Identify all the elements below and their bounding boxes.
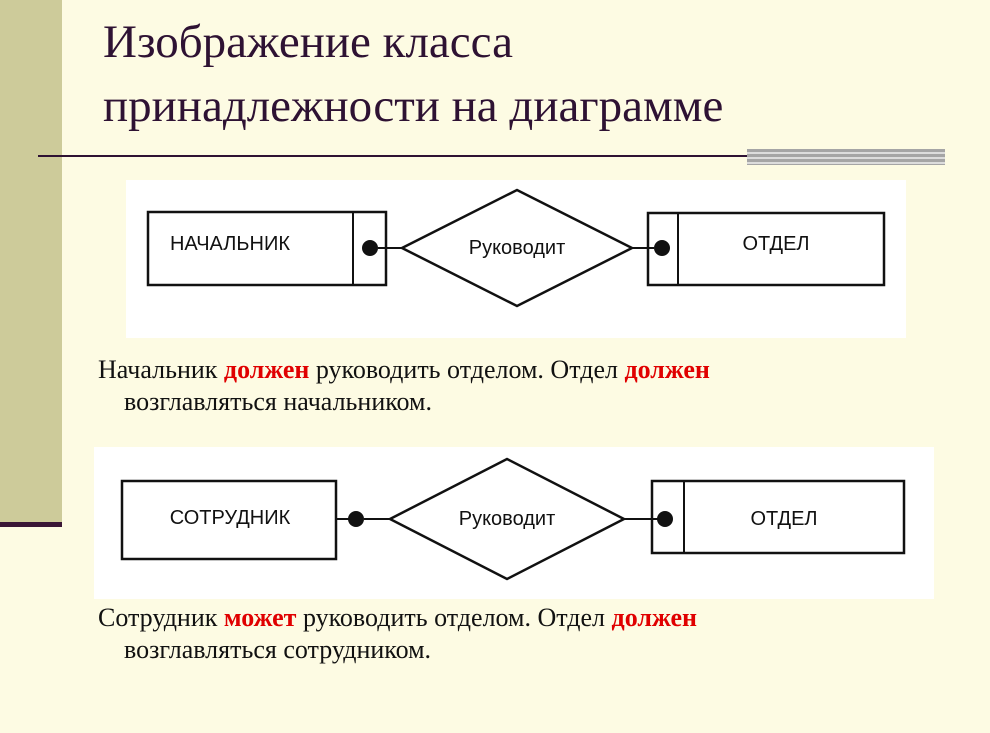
caption-2-keyword-a: может bbox=[223, 603, 297, 632]
caption-2-text-a: Сотрудник bbox=[98, 603, 224, 632]
membership-dot-left bbox=[348, 511, 364, 527]
caption-1-keyword-b: должен bbox=[624, 355, 710, 384]
entity-right-label: ОТДЕЛ bbox=[750, 508, 817, 530]
entity-right-box bbox=[650, 479, 906, 555]
entity-right-label: ОТДЕЛ bbox=[742, 233, 809, 255]
caption-1-text-a: Начальник bbox=[98, 355, 224, 384]
title-divider-accent bbox=[747, 149, 945, 165]
membership-dot-right bbox=[657, 511, 673, 527]
membership-dot-right bbox=[654, 240, 670, 256]
sidebar-accent-bar bbox=[0, 0, 62, 522]
sidebar-accent-underline bbox=[0, 522, 62, 527]
title-divider bbox=[38, 155, 945, 157]
entity-left-label: СОТРУДНИК bbox=[170, 507, 291, 529]
membership-dot-left bbox=[362, 240, 378, 256]
relationship-label: Руководит bbox=[469, 237, 566, 259]
er-diagram-2: СОТРУДНИК Руководит ОТДЕЛ bbox=[94, 447, 934, 599]
relationship-label: Руководит bbox=[459, 508, 556, 530]
entity-left-label: НАЧАЛЬНИК bbox=[170, 233, 290, 255]
caption-2-keyword-b: должен bbox=[611, 603, 697, 632]
er-diagram-1-svg: НАЧАЛЬНИК Руководит ОТДЕЛ bbox=[146, 188, 886, 308]
caption-1-text-b: руководить отделом. Отдел bbox=[309, 355, 625, 384]
er-diagram-1: НАЧАЛЬНИК Руководит ОТДЕЛ bbox=[126, 180, 906, 338]
caption-2-line2: возглавляться сотрудником. bbox=[124, 635, 432, 664]
caption-2-text-b: руководить отделом. Отдел bbox=[296, 603, 612, 632]
caption-1-keyword-a: должен bbox=[223, 355, 310, 384]
caption-1-line2: возглавляться начальником. bbox=[124, 387, 433, 416]
slide-title-line1: Изображение класса bbox=[103, 16, 513, 68]
entity-right-box bbox=[646, 211, 886, 287]
slide-title: Изображение класса принадлежности на диа… bbox=[103, 10, 723, 138]
caption-1: Начальник должен руководить отделом. Отд… bbox=[98, 354, 948, 418]
slide-title-line2: принадлежности на диаграмме bbox=[103, 80, 724, 132]
caption-2: Сотрудник может руководить отделом. Отде… bbox=[98, 602, 948, 666]
er-diagram-2-svg: СОТРУДНИК Руководит ОТДЕЛ bbox=[120, 457, 906, 581]
